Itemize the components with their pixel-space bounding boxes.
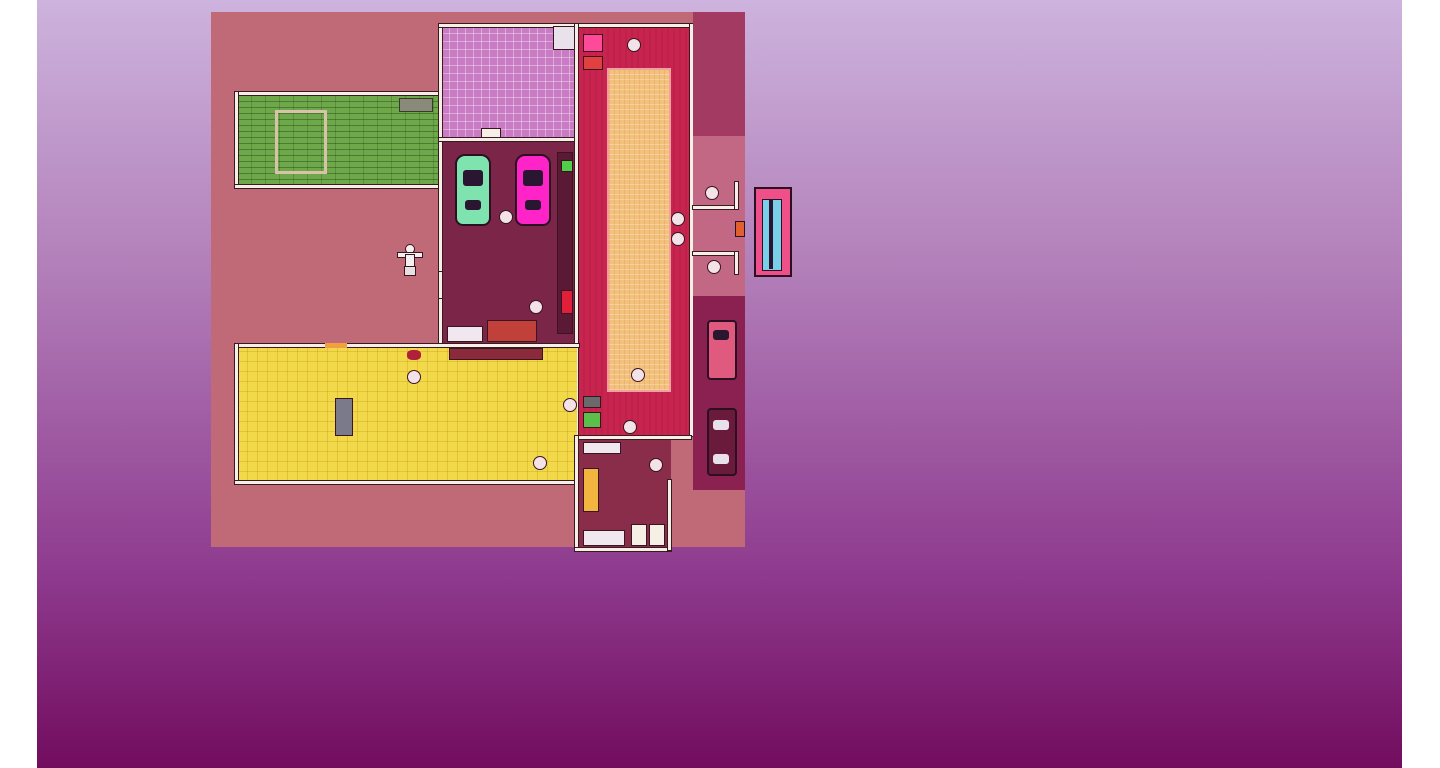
small-room-bed [583,530,625,546]
purple-room-table [481,128,501,138]
garage-counter [447,326,483,342]
rear-window [465,200,481,210]
lawn-wall-left [235,92,238,188]
parked-car-pink [707,320,737,380]
door-frame-post-upper [735,182,738,209]
door-frame-upper [693,206,737,209]
small-room-counter [583,442,621,454]
rear-window [525,200,541,210]
player-character-icon[interactable] [397,244,423,276]
player-legs [404,266,416,276]
rear-window [713,454,729,464]
small-room-wall-bottom [575,548,671,551]
enemy-hall-3-icon [671,232,685,246]
small-pickup-icon[interactable] [735,221,745,237]
enemy-small-room-icon [649,458,663,472]
magenta-sports-car [515,154,551,226]
tool-chest-red [561,290,573,314]
small-room-sink-2 [649,524,665,546]
arcade-cabinet-icon [754,187,792,277]
garage-wall-top [439,138,579,141]
lawn-wall-bottom [235,185,443,188]
hall-cabinet-1 [583,34,603,52]
garage-shelf [557,152,573,334]
hall-cabinet-2 [583,56,603,70]
purple-room-doorframe [553,26,575,50]
small-room-wall-top [575,436,691,439]
purple-room-wall-top [439,24,579,27]
enemy-yellow-3-icon [533,456,547,470]
yellow-room-counter [449,348,543,360]
sand-carpet [607,68,671,392]
windshield [523,170,543,186]
windshield [463,170,483,186]
blood-splatter [407,350,421,360]
garden-frame [275,110,327,174]
yellow-room-desk [335,398,353,436]
game-viewport [37,0,1402,768]
yellow-room-wall-left [235,344,238,484]
small-room-sink-1 [631,524,647,546]
hall-crate-2 [583,412,601,428]
small-room-wall-right [668,480,671,550]
parked-car-dark [707,408,737,476]
garage-wall-left [439,138,442,358]
red-hall-wall-right [690,24,693,436]
enemy-yellow-2-icon [563,398,577,412]
enemy-hall-2-icon [671,212,685,226]
enemy-hall-1-icon [627,38,641,52]
enemy-hall-5-icon [623,420,637,434]
door-frame-lower [693,252,737,255]
red-hall-wall-top [577,24,693,27]
enemy-yellow-1-icon [407,370,421,384]
door-frame-post-lower [735,252,738,274]
enemy-garage-2-icon [529,300,543,314]
hall-crate-1 [583,396,601,408]
red-hall-wall-left [575,24,578,454]
enemy-doorway-1-icon [705,186,719,200]
tire-stack [487,320,537,342]
purple-room-wall-left [439,24,442,142]
arcade-stripe [769,199,773,269]
level-map [211,12,745,551]
windshield [713,330,729,340]
yellow-room-floor [237,346,577,482]
tool-chest-green [561,160,573,172]
outer-wall-mid-left [439,272,442,298]
enemy-garage-icon [499,210,513,224]
small-room-rug [583,468,599,512]
enemy-hall-4-icon [631,368,645,382]
mint-sports-car [455,154,491,226]
windshield [713,420,729,430]
yellow-room-door[interactable] [325,343,347,348]
lawn-wall-top [235,92,443,95]
yellow-room-wall-bottom [235,481,579,484]
right-alley [693,12,745,136]
yellow-room-wall-top [235,344,579,347]
small-room-wall-left [575,436,578,550]
lawn-bench [399,98,433,112]
enemy-doorway-2-icon [707,260,721,274]
